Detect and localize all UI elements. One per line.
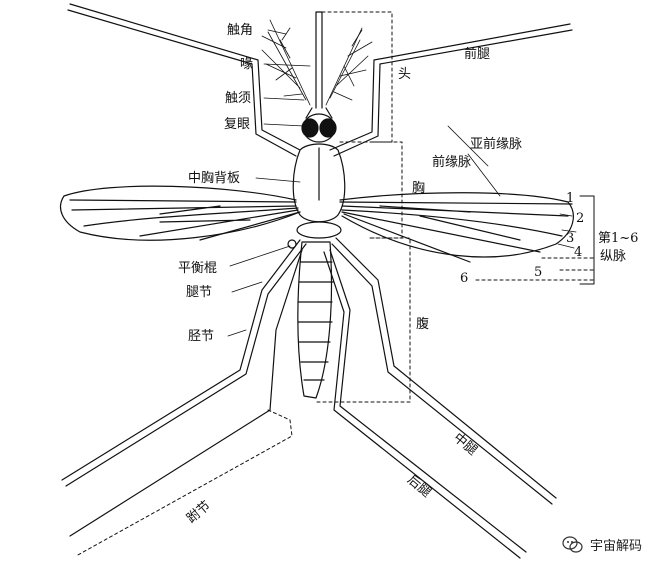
thorax	[292, 143, 346, 223]
thorax-bracket	[339, 141, 403, 239]
scutellum	[296, 221, 342, 239]
abdomen	[297, 241, 334, 399]
vein-bracket	[475, 257, 595, 281]
hindleg-right	[323, 249, 527, 559]
abdomen-bracket	[315, 237, 411, 403]
antenna-left	[261, 19, 311, 106]
midleg-left	[61, 239, 307, 487]
label-haltere: 平衡棍	[178, 261, 218, 276]
label-tibia: 胫节	[188, 329, 215, 344]
label-leg-segment: 腿节	[186, 285, 213, 300]
vein-number-2: 2	[576, 211, 585, 226]
palp	[305, 107, 333, 119]
label-abdomen: 腹	[416, 317, 430, 332]
vein-number-1: 1	[566, 191, 575, 206]
wing-right	[339, 192, 574, 263]
label-antenna: 触角	[227, 23, 254, 38]
label-veins-line2: 纵脉	[600, 249, 627, 264]
label-proboscis: 喙	[240, 57, 254, 72]
vein-number-6: 6	[460, 271, 469, 286]
label-thorax: 胸	[412, 181, 426, 196]
proboscis	[315, 11, 323, 109]
compound-eye	[301, 118, 319, 138]
foreleg-right	[329, 23, 573, 157]
vein-number-3: 3	[566, 231, 575, 246]
label-compound-eye: 复眼	[224, 117, 251, 132]
watermark: 宇宙解码	[562, 535, 642, 554]
wing-left	[59, 185, 301, 241]
label-foreleg: 前腿	[464, 47, 491, 62]
vein-number-4: 4	[574, 245, 583, 260]
hindleg-left	[69, 249, 303, 537]
label-mesonotum: 中胸背板	[188, 171, 241, 186]
midleg-right	[331, 237, 557, 505]
label-subcosta: 亚前缘脉	[470, 137, 523, 152]
antenna-right	[325, 27, 373, 106]
vein-number-5: 5	[534, 265, 543, 280]
label-palp: 触须	[225, 91, 252, 106]
label-head: 头	[398, 67, 412, 82]
watermark-text: 宇宙解码	[589, 539, 642, 554]
haltere-ball	[287, 239, 297, 249]
tarsus-bracket	[75, 409, 293, 557]
foreleg-left	[67, 3, 301, 157]
label-veins-line1: 第1~6	[598, 231, 639, 246]
head-bracket	[321, 11, 393, 143]
label-costa: 前缘脉	[432, 155, 472, 170]
wechat-icon	[562, 535, 583, 553]
